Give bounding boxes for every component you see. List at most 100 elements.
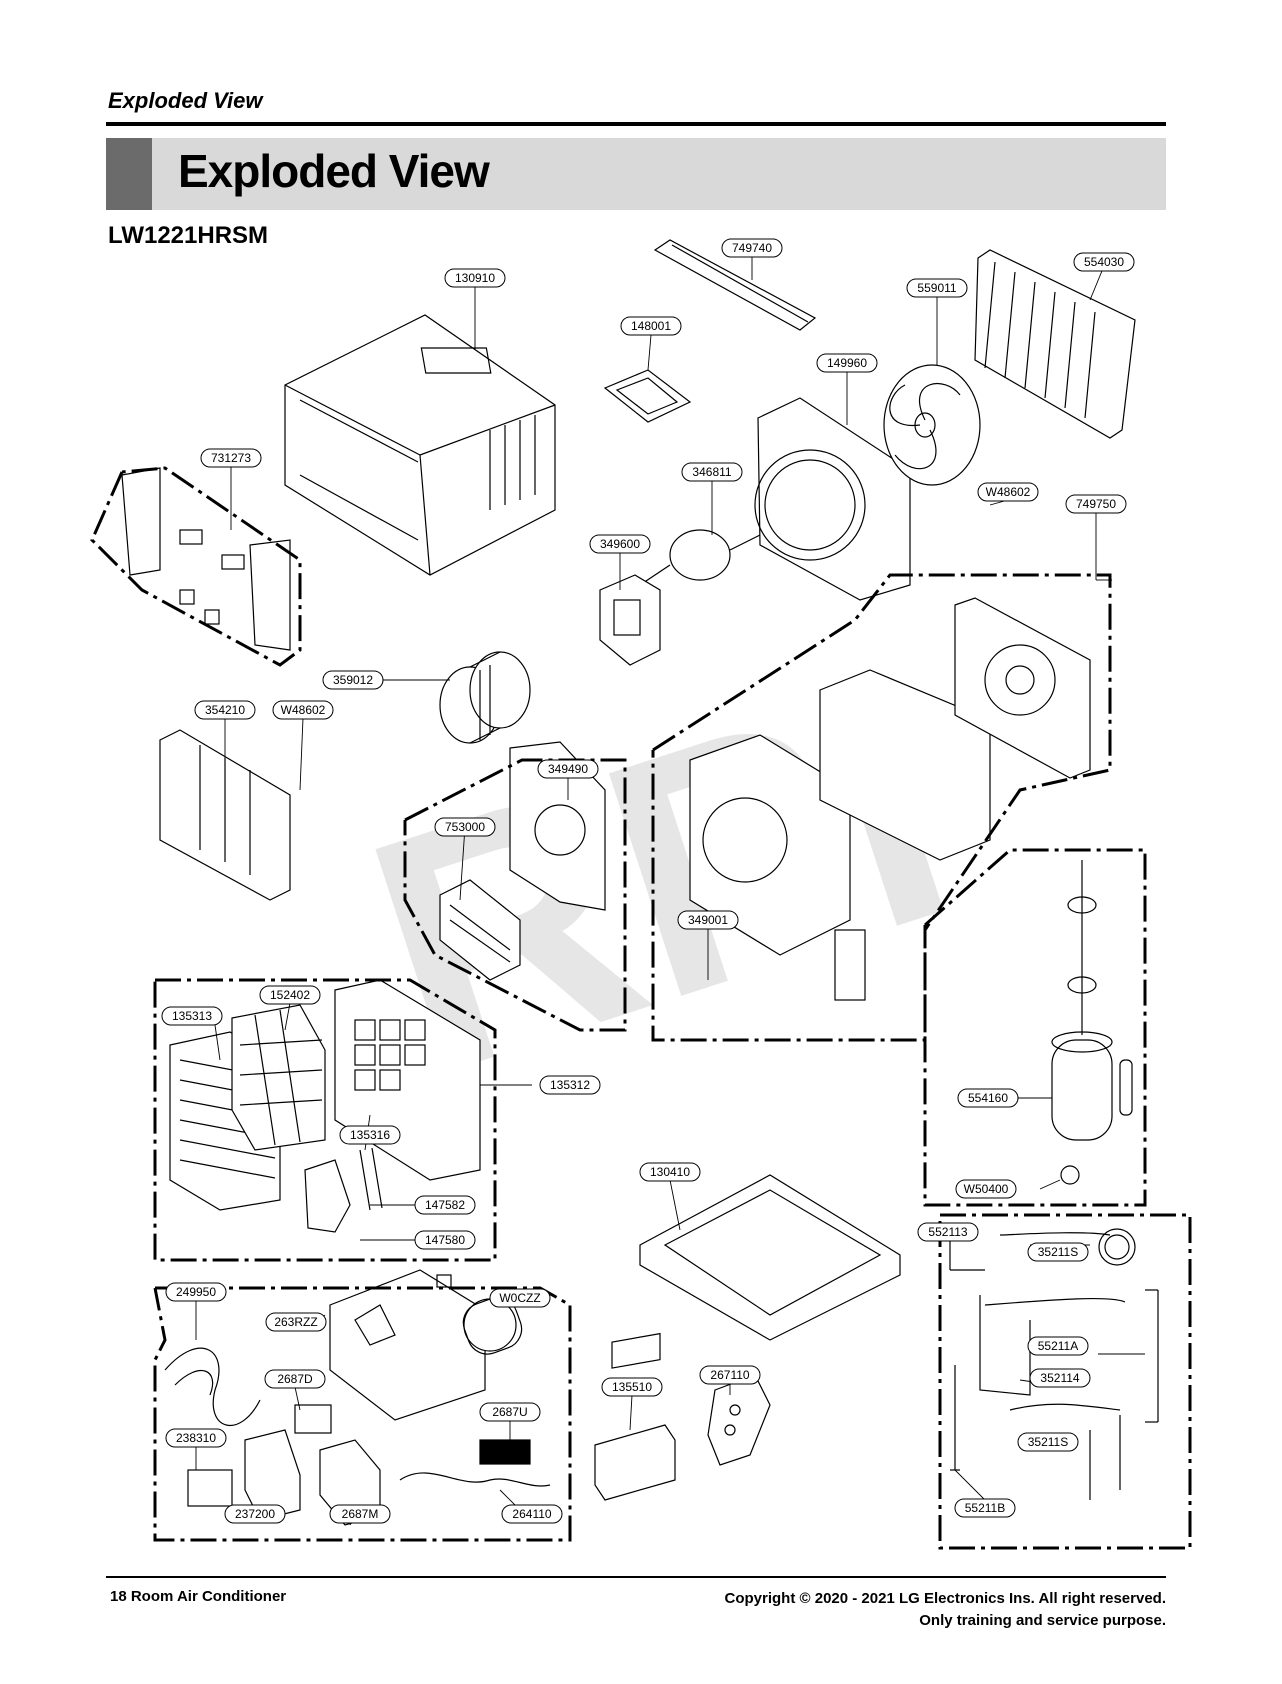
page-title: Exploded View (178, 145, 490, 197)
part-label-130410: 130410 (639, 1162, 701, 1182)
label-pill (589, 534, 651, 554)
label-text: W48602 (986, 485, 1031, 499)
label-text: 349001 (688, 913, 728, 927)
label-text: 731273 (211, 451, 251, 465)
remote-part (707, 1374, 771, 1466)
purpose-text: Only training and service purpose. (919, 1612, 1166, 1629)
label-text: 2687U (492, 1405, 527, 1419)
assembly-borders (90, 466, 1192, 1550)
label-pill (677, 910, 739, 930)
label-pill (721, 238, 783, 258)
label-pill (165, 1282, 227, 1302)
part-label-749740: 749740 (721, 238, 783, 258)
mounting-plate-part (603, 369, 692, 423)
label-text: 237200 (235, 1507, 275, 1521)
part-label-W50400: W50400 (955, 1179, 1017, 1199)
label-pill (264, 1369, 326, 1389)
part-label-238310: 238310 (165, 1428, 227, 1448)
label-text: W50400 (964, 1182, 1009, 1196)
part-label-152402: 152402 (259, 985, 321, 1005)
pcb-part (187, 1429, 381, 1526)
vent-part (304, 1147, 383, 1233)
label-pill (906, 278, 968, 298)
part-label-W48602: W48602 (272, 700, 334, 720)
wire-harness-part (164, 1347, 551, 1487)
part-label-147582: 147582 (414, 1195, 476, 1215)
label-text: 35211S (1038, 1245, 1078, 1259)
part-label-2687D: 2687D (264, 1369, 326, 1389)
label-text: 346811 (692, 465, 731, 479)
part-label-731273: 731273 (200, 448, 262, 468)
label-text: 349600 (600, 537, 640, 551)
part-label-135510: 135510 (601, 1377, 663, 1397)
control-bracket-part (439, 741, 606, 981)
label-text: 135316 (350, 1128, 390, 1142)
label-pill (329, 1504, 391, 1524)
part-label-237200: 237200 (224, 1504, 286, 1524)
label-text: 130910 (455, 271, 495, 285)
label-pill (444, 268, 506, 288)
condenser-coil-part (974, 249, 1136, 439)
label-text: 149960 (827, 356, 867, 370)
part-label-149960: 149960 (816, 353, 878, 373)
label-pill (639, 1162, 701, 1182)
label-text: 238310 (176, 1431, 216, 1445)
label-pill (414, 1195, 476, 1215)
capacitor-part (462, 1297, 523, 1355)
part-label-554160: 554160 (957, 1088, 1019, 1108)
part-label-135313: 135313 (161, 1006, 223, 1026)
label-pill (194, 700, 256, 720)
base-pan-part (639, 1174, 901, 1341)
label-pill (165, 1428, 227, 1448)
label-pill (1065, 494, 1127, 514)
label-pill (434, 817, 496, 837)
part-label-349490: 349490 (537, 759, 599, 779)
label-pill (816, 353, 878, 373)
banner-accent (106, 138, 152, 210)
motor-mount-part (599, 574, 661, 666)
part-label-35211S: 35211S (1027, 1242, 1089, 1262)
label-pill (489, 1288, 551, 1308)
footer-copyright-block: Copyright © 2020 - 2021 LG Electronics I… (725, 1588, 1166, 1632)
part-label-354210: 354210 (194, 700, 256, 720)
part-label-264110: 264110 (501, 1504, 563, 1524)
label-pill (259, 985, 321, 1005)
label-pill (1073, 252, 1135, 272)
compressor-part (1051, 860, 1133, 1185)
part-labels: 7497405540301309105590111480011499607312… (161, 238, 1135, 1524)
shroud-part (754, 397, 911, 601)
cabinet-part (284, 314, 556, 576)
label-text: 263RZZ (274, 1315, 317, 1329)
label-pill (479, 1402, 541, 1422)
header-rule (106, 122, 1166, 126)
part-label-147580: 147580 (414, 1230, 476, 1250)
part-label-W48602: W48602 (977, 482, 1039, 502)
label-text: 559011 (917, 281, 956, 295)
part-label-55211A: 55211A (1027, 1336, 1089, 1356)
label-text: 55211B (965, 1501, 1005, 1515)
label-pill (537, 759, 599, 779)
part-label-749750: 749750 (1065, 494, 1127, 514)
side-curtain-part (121, 467, 291, 651)
fan-motor-part (639, 529, 761, 586)
label-text: 35211S (1028, 1435, 1068, 1449)
base-housing-part (689, 597, 1091, 1001)
part-label-2687U: 2687U (479, 1402, 541, 1422)
control-box-part (329, 1269, 486, 1421)
label-text: 2687M (342, 1507, 379, 1521)
label-text: 753000 (445, 820, 485, 834)
label-pill (699, 1365, 761, 1385)
part-label-352114: 352114 (1029, 1368, 1091, 1388)
footer-rule (106, 1576, 1166, 1578)
model-number: LW1221HRSM (108, 222, 269, 249)
part-label-346811: 346811 (681, 462, 743, 482)
label-pill (620, 316, 682, 336)
part-label-55211B: 55211B (954, 1498, 1016, 1518)
evaporator-coil-part (159, 729, 291, 901)
part-label-359012: 359012 (322, 670, 384, 690)
section-label: Exploded View (108, 88, 263, 113)
label-pill (681, 462, 743, 482)
label-text: 148001 (631, 319, 671, 333)
part-label-559011: 559011 (906, 278, 968, 298)
